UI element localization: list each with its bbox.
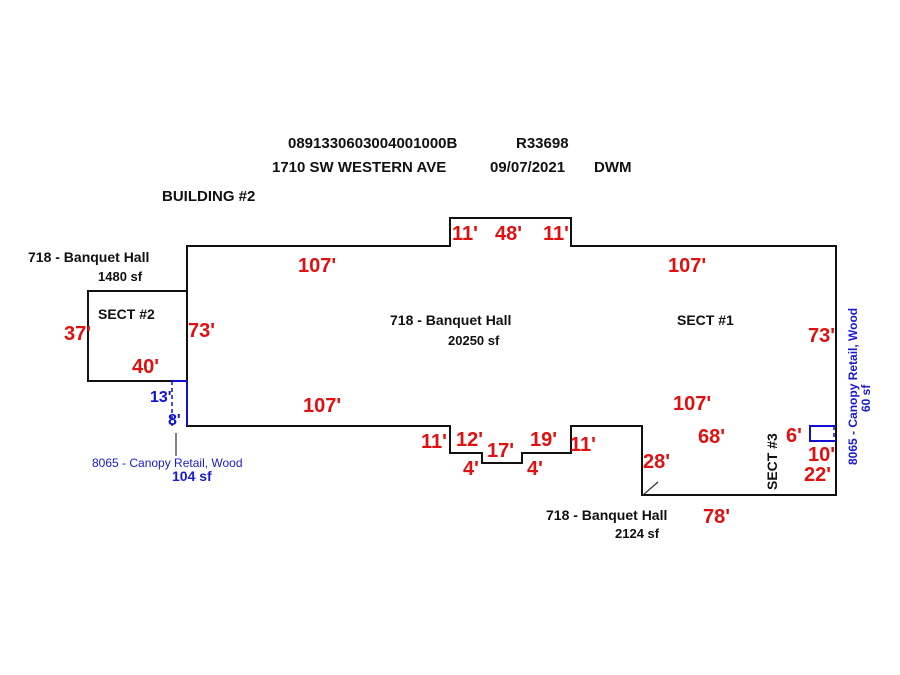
dim-b-11b: 11' bbox=[570, 434, 596, 456]
building-label: BUILDING #2 bbox=[162, 188, 255, 205]
dim-left-main: 73' bbox=[188, 320, 215, 342]
dim-right: 73' bbox=[808, 325, 835, 347]
canopy-left-area: 104 sf bbox=[172, 468, 212, 484]
dim-s3-22: 22' bbox=[804, 464, 831, 486]
dim-b-12: 12' bbox=[456, 429, 483, 451]
sect2-use: 718 - Banquet Hall bbox=[28, 249, 149, 265]
dimension-labels: 107' 107' 11' 48' 11' 107' 107' 73' 73' … bbox=[64, 223, 835, 528]
sect3-use: 718 - Banquet Hall bbox=[546, 507, 667, 523]
dim-s3-6: 6' bbox=[786, 425, 802, 447]
dim-canopy-13: 13' bbox=[150, 389, 172, 406]
account-number: R33698 bbox=[516, 135, 569, 152]
initials: DWM bbox=[594, 159, 632, 176]
dim-canopy-8: 8' bbox=[168, 412, 181, 429]
sect1-name: SECT #1 bbox=[677, 312, 734, 328]
dim-top-left: 107' bbox=[298, 255, 336, 277]
dim-sect2-bottom: 40' bbox=[132, 356, 159, 378]
dim-notch-right: 11' bbox=[543, 223, 569, 245]
main-use: 718 - Banquet Hall bbox=[390, 312, 511, 328]
parcel-id: 0891330603004001000B bbox=[288, 135, 458, 152]
dim-s3-10: 10' bbox=[808, 444, 835, 466]
sketch-date: 09/07/2021 bbox=[490, 159, 565, 176]
dim-notch-top: 48' bbox=[495, 223, 522, 245]
canopy-right-use: 8065 - Canopy Retail, Wood bbox=[846, 308, 860, 465]
dim-bottom-right: 107' bbox=[673, 393, 711, 415]
dim-b-4a: 4' bbox=[463, 458, 479, 480]
address: 1710 SW WESTERN AVE bbox=[272, 159, 446, 176]
dim-b-17: 17' bbox=[487, 440, 514, 462]
dim-b-11a: 11' bbox=[421, 431, 447, 453]
canopy-right-area: 60 sf bbox=[859, 384, 873, 412]
dim-s3-78: 78' bbox=[703, 506, 730, 528]
canopy-right-outline bbox=[809, 425, 836, 442]
dim-bottom-left: 107' bbox=[303, 395, 341, 417]
dim-sect2-left: 37' bbox=[64, 323, 91, 345]
sect2-name: SECT #2 bbox=[98, 306, 155, 322]
dim-b-19: 19' bbox=[530, 429, 557, 451]
sect2-area: 1480 sf bbox=[98, 269, 143, 284]
canopy-left-use: 8065 - Canopy Retail, Wood bbox=[92, 456, 243, 470]
dim-b-4b: 4' bbox=[527, 458, 543, 480]
dim-notch-left: 11' bbox=[452, 223, 478, 245]
sect3-name: SECT #3 bbox=[764, 433, 780, 490]
sect3-leader bbox=[642, 481, 659, 496]
dim-s3-68: 68' bbox=[698, 426, 725, 448]
canopy-left-outline bbox=[172, 380, 188, 426]
main-outline bbox=[186, 217, 837, 496]
main-area: 20250 sf bbox=[448, 333, 500, 348]
sect2-outline bbox=[87, 290, 187, 382]
sect3-area: 2124 sf bbox=[615, 526, 660, 541]
dim-top-right: 107' bbox=[668, 255, 706, 277]
dim-s3-28: 28' bbox=[643, 451, 670, 473]
